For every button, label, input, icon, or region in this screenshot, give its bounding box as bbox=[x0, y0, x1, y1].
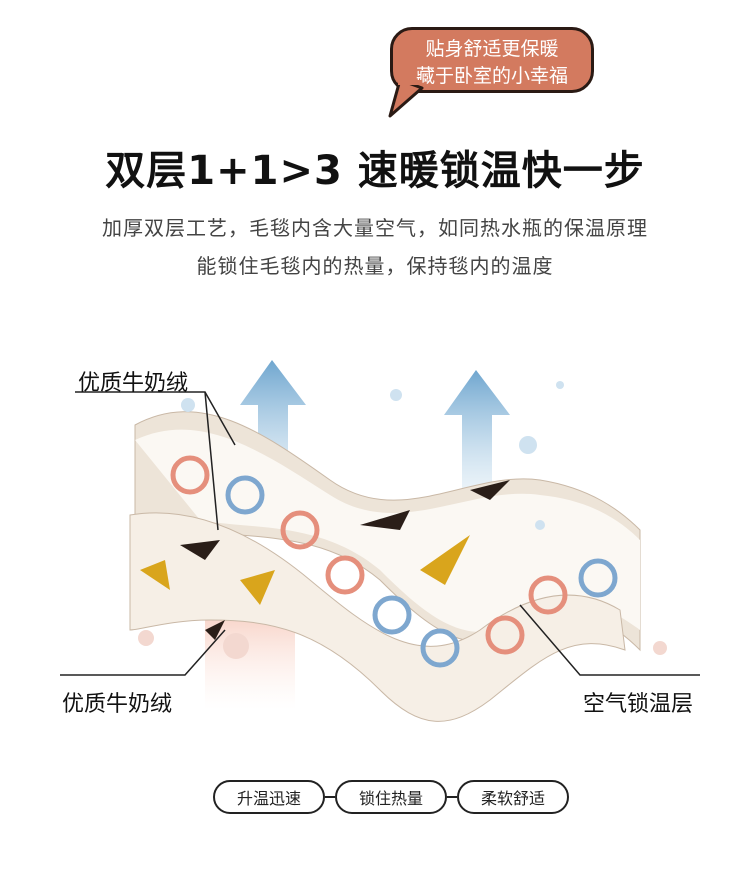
headline: 双层1+1>3 速暖锁温快一步 bbox=[105, 148, 645, 194]
feature-tag: 锁住热量 bbox=[335, 780, 447, 814]
label-top-layer: 优质牛奶绒 bbox=[78, 371, 189, 396]
bubble-line-2: 藏于卧室的小幸福 bbox=[415, 65, 568, 87]
bottom-layer bbox=[129, 512, 626, 722]
warm-air-arrow-icon bbox=[444, 370, 510, 500]
bubbles bbox=[181, 381, 564, 530]
feature-tags: 升温迅速 锁住热量 柔软舒适 bbox=[213, 780, 569, 814]
feature-tag: 柔软舒适 bbox=[457, 780, 569, 814]
warm-air-arrow-icon bbox=[240, 360, 306, 500]
divider bbox=[325, 796, 335, 798]
speech-bubble: 贴身舒适更保暖 藏于卧室的小幸福 bbox=[390, 27, 594, 93]
label-air-layer: 空气锁温层 bbox=[583, 692, 694, 717]
feature-tag: 升温迅速 bbox=[213, 780, 325, 814]
subtitle-line-2: 能锁住毛毯内的热量，保持毯内的温度 bbox=[196, 254, 554, 278]
divider bbox=[447, 796, 457, 798]
subtitle-line-1: 加厚双层工艺，毛毯内含大量空气，如同热水瓶的保温原理 bbox=[102, 216, 648, 240]
bubble-line-1: 贴身舒适更保暖 bbox=[425, 38, 559, 60]
bubble-tail-icon bbox=[388, 80, 424, 118]
label-bottom-layer: 优质牛奶绒 bbox=[62, 692, 173, 717]
blanket-layers-illustration bbox=[60, 360, 700, 722]
air-circles bbox=[170, 455, 618, 668]
